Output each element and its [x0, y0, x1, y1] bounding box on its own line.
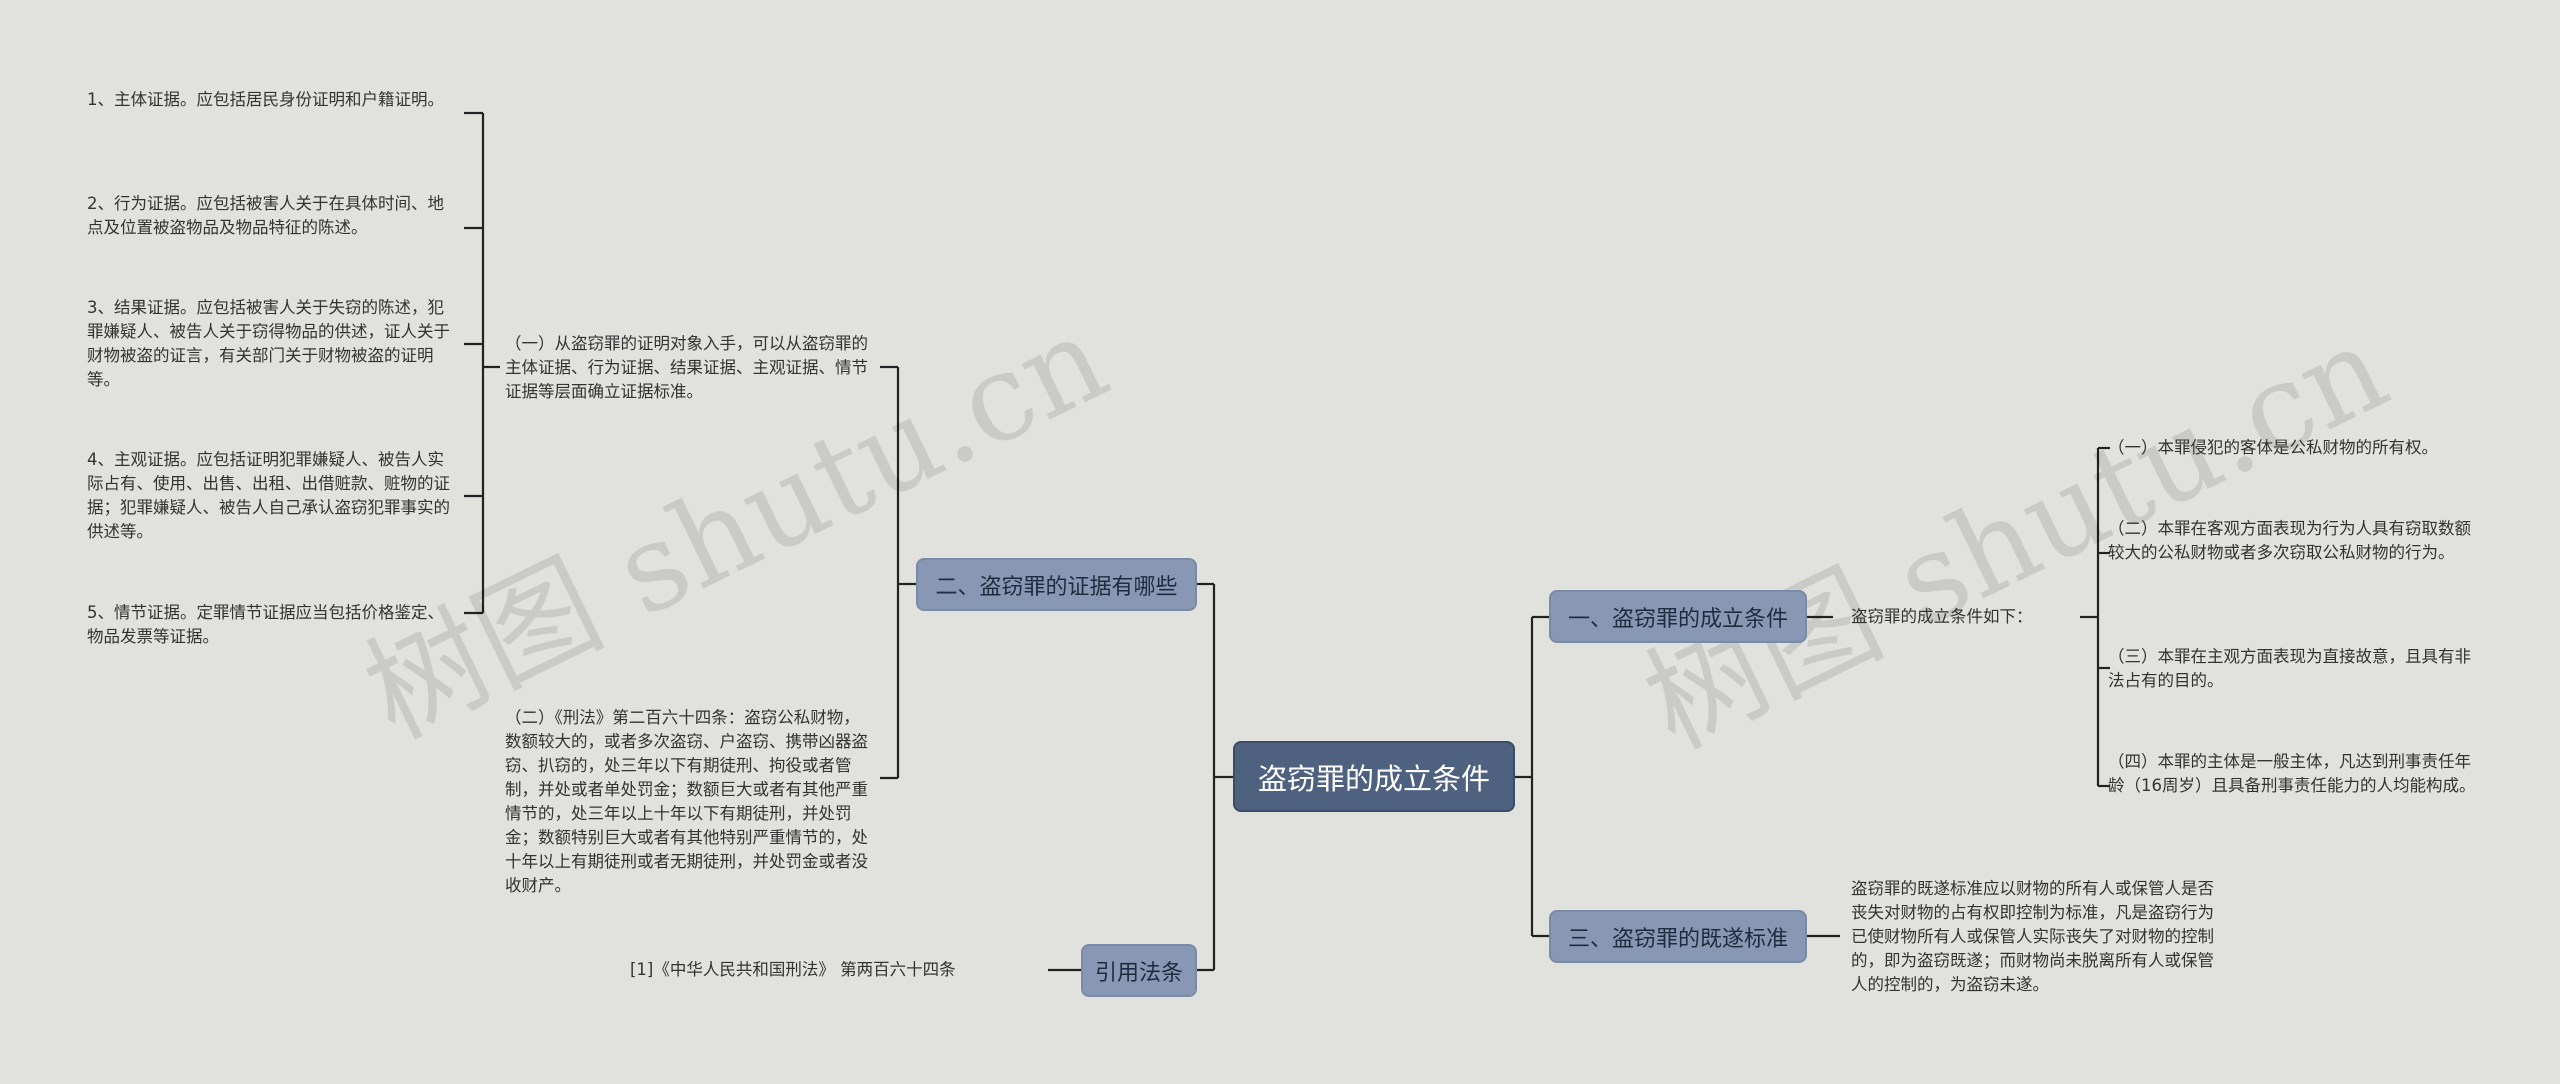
branch-conditions[interactable]: 一、盗窃罪的成立条件	[1549, 590, 1807, 643]
standard-text: 盗窃罪的既遂标准应以财物的所有人或保管人是否丧失对财物的占有权即控制为标准，凡是…	[1851, 879, 2214, 994]
conditions-intro: 盗窃罪的成立条件如下：	[1851, 607, 2033, 626]
evidence-item-5: 5、情节证据。定罪情节证据应当包括价格鉴定、物品发票等证据。	[87, 603, 444, 646]
root-node[interactable]: 盗窃罪的成立条件	[1233, 741, 1515, 812]
condition-item-1: （一）本罪侵犯的客体是公私财物的所有权。	[2108, 438, 2438, 457]
law-reference: [1]《中华人民共和国刑法》 第两百六十四条	[630, 960, 956, 979]
evidence-item-3: 3、结果证据。应包括被害人关于失窃的陈述，犯罪嫌疑人、被告人关于窃得物品的供述，…	[87, 298, 450, 389]
branch-standard[interactable]: 三、盗窃罪的既遂标准	[1549, 910, 1807, 963]
condition-item-3: （三）本罪在主观方面表现为直接故意，且具有非法占有的目的。	[2108, 647, 2471, 690]
condition-item-2: （二）本罪在客观方面表现为行为人具有窃取数额较大的公私财物或者多次窃取公私财物的…	[2108, 519, 2471, 562]
evidence-sub1-text: （一）从盗窃罪的证明对象入手，可以从盗窃罪的主体证据、行为证据、结果证据、主观证…	[505, 334, 868, 401]
evidence-item-4: 4、主观证据。应包括证明犯罪嫌疑人、被告人实际占有、使用、出售、出租、出借赃款、…	[87, 450, 450, 541]
branch-law[interactable]: 引用法条	[1081, 944, 1197, 997]
condition-item-4: （四）本罪的主体是一般主体，凡达到刑事责任年龄（16周岁）且具备刑事责任能力的人…	[2108, 752, 2476, 795]
evidence-item-2: 2、行为证据。应包括被害人关于在具体时间、地点及位置被盗物品及物品特征的陈述。	[87, 194, 444, 237]
evidence-sub2-text: （二）《刑法》第二百六十四条：盗窃公私财物，数额较大的，或者多次盗窃、户盗窃、携…	[505, 708, 868, 895]
branch-evidence[interactable]: 二、盗窃罪的证据有哪些	[916, 558, 1197, 611]
evidence-item-1: 1、主体证据。应包括居民身份证明和户籍证明。	[87, 90, 444, 109]
